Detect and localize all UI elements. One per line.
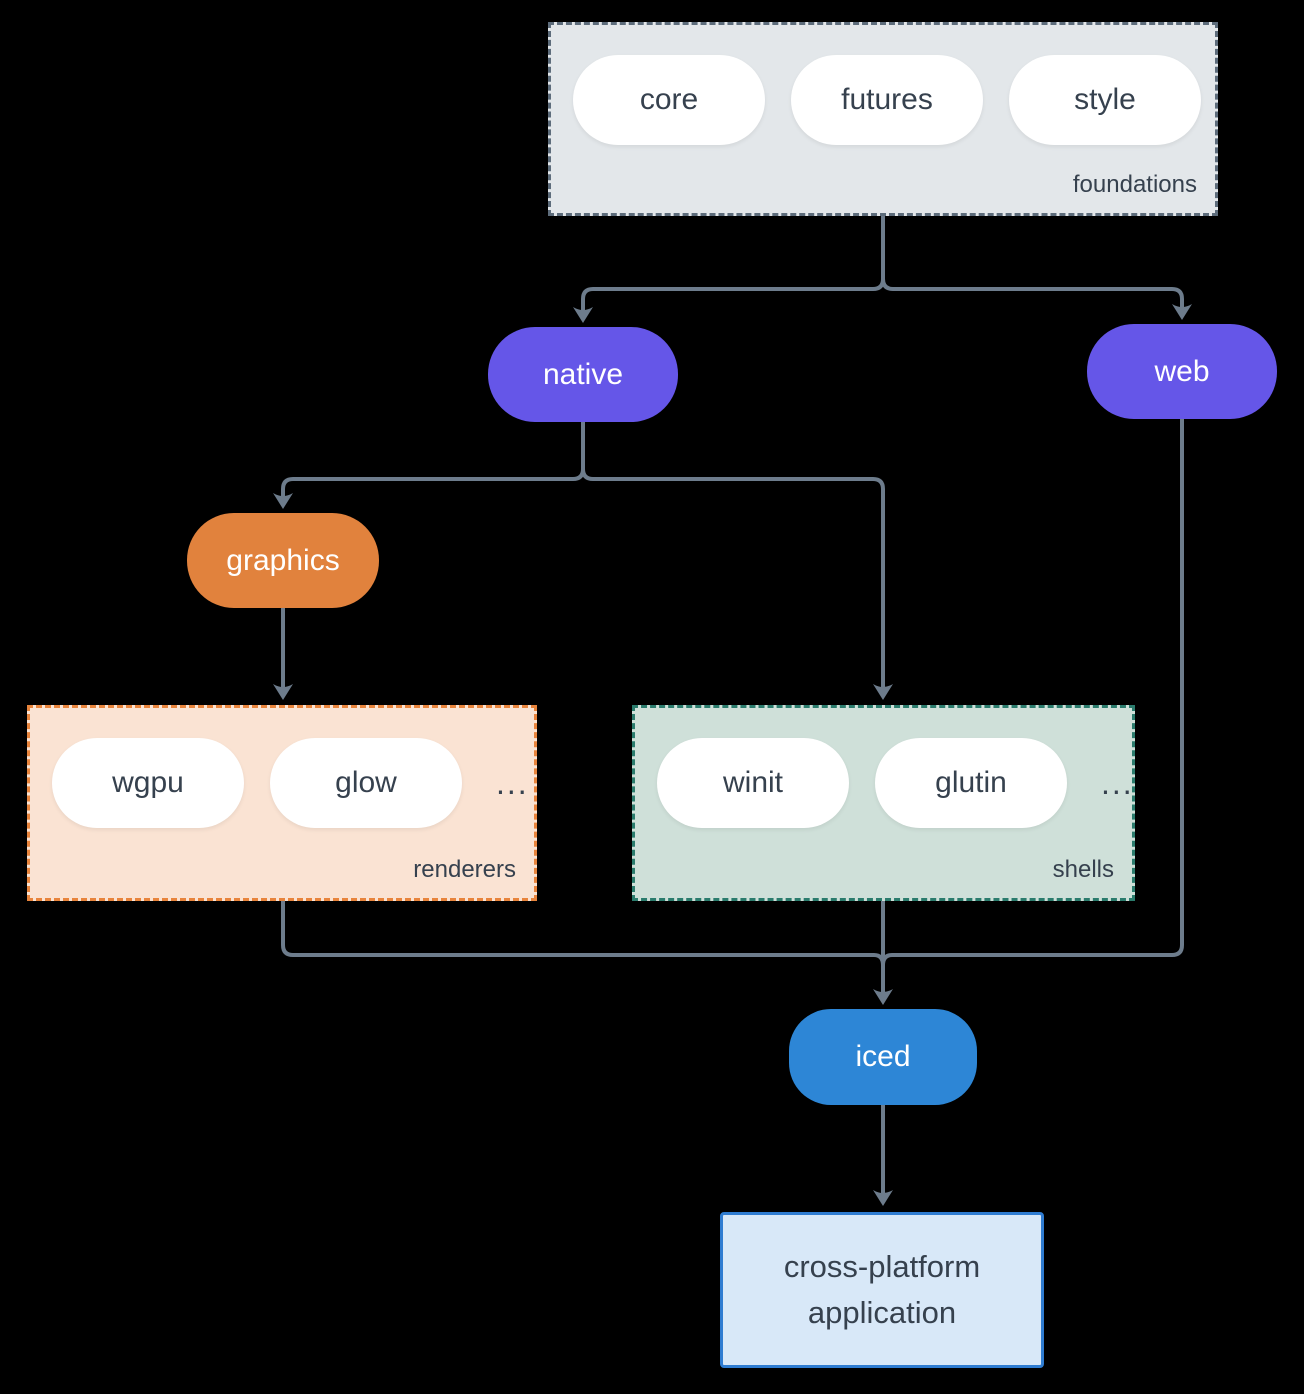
node-web: web	[1087, 324, 1277, 419]
renderers-pill-row: wgpu glow ...	[30, 708, 534, 828]
node-style-label: style	[1074, 83, 1136, 116]
arrowhead-shells	[873, 684, 893, 700]
shells-ellipsis: ...	[1101, 764, 1134, 801]
edge-native-shells	[581, 468, 893, 700]
node-winit-label: winit	[722, 766, 783, 799]
edge-renderers-merge	[281, 901, 874, 957]
group-label-renderers: renderers	[413, 856, 516, 883]
edge-native-graphics	[273, 468, 585, 509]
arrowhead-graphics	[273, 493, 293, 509]
arrowhead-renderers	[273, 684, 293, 700]
group-label-shells: shells	[1052, 856, 1114, 883]
group-foundations: core futures style foundations	[548, 22, 1218, 216]
node-glutin-label: glutin	[935, 766, 1007, 799]
group-label-foundations: foundations	[1072, 171, 1197, 198]
group-shells: winit glutin ... shells	[632, 705, 1135, 901]
node-glow: glow	[270, 738, 462, 828]
node-winit: winit	[657, 738, 849, 828]
node-iced: iced	[789, 1009, 977, 1105]
edge-shells-iced	[873, 901, 893, 1005]
edge-foundations-web	[881, 278, 1192, 320]
node-wgpu: wgpu	[52, 738, 244, 828]
node-native-label: native	[542, 357, 624, 391]
edge-merge-fillets	[873, 953, 893, 966]
node-glutin: glutin	[875, 738, 1067, 828]
application-label-line1: cross-platform	[783, 1248, 981, 1284]
edge-foundations-native	[573, 278, 885, 323]
node-core: core	[573, 55, 765, 145]
arrowhead-native	[573, 307, 593, 323]
group-renderers: wgpu glow ... renderers	[27, 705, 537, 901]
node-futures-label: futures	[841, 83, 933, 116]
foundations-pill-row: core futures style	[551, 25, 1215, 145]
arrowhead-iced	[873, 989, 893, 1005]
node-style: style	[1009, 55, 1201, 145]
node-graphics: graphics	[187, 513, 379, 608]
edge-iced-application	[873, 1105, 893, 1206]
node-graphics-label: graphics	[226, 543, 340, 577]
node-core-label: core	[639, 83, 699, 116]
node-glow-label: glow	[335, 766, 397, 799]
node-web-label: web	[1154, 354, 1210, 388]
application-label-line2: application	[807, 1295, 957, 1330]
arrowhead-web	[1172, 304, 1192, 320]
edge-graphics-renderers	[273, 608, 293, 700]
shells-pill-row: winit glutin ...	[635, 708, 1132, 828]
node-application: cross-platform application	[720, 1212, 1044, 1368]
renderers-ellipsis: ...	[496, 764, 529, 801]
node-iced-label: iced	[855, 1040, 911, 1073]
node-wgpu-label: wgpu	[112, 766, 184, 799]
node-futures: futures	[791, 55, 983, 145]
node-native: native	[488, 327, 678, 422]
arrowhead-application	[873, 1190, 893, 1206]
